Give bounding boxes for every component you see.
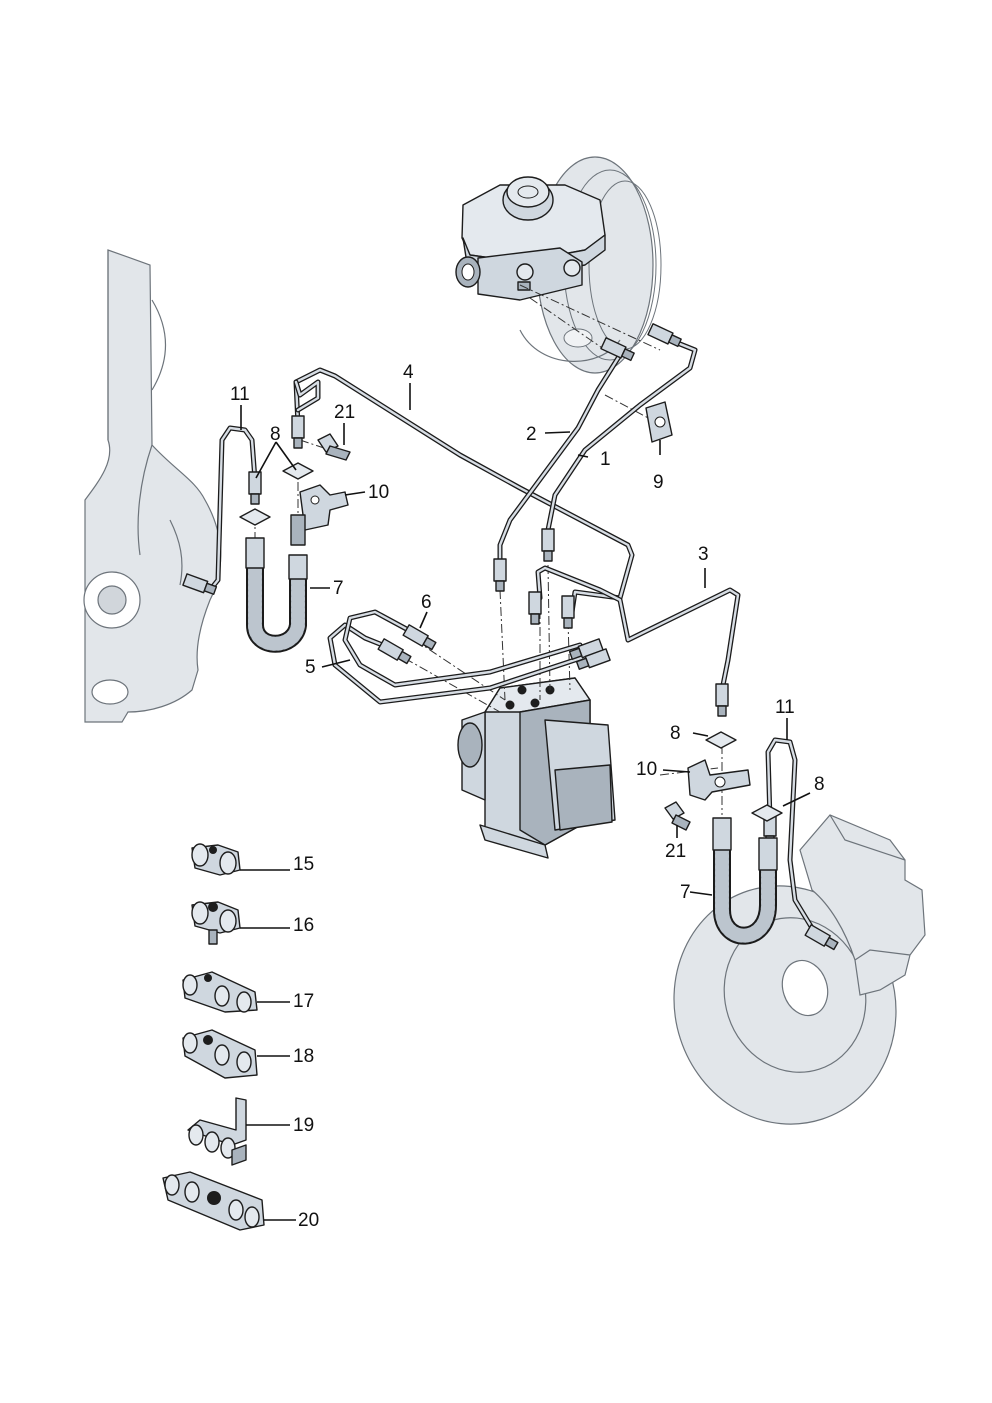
callout-10-right: 10 [636,759,657,780]
fitting-icon [248,471,262,505]
callout-11-right: 11 [775,697,795,718]
callout-8-right-upper: 8 [670,723,681,744]
callout-4: 4 [403,362,414,383]
fitting-icon [182,573,218,595]
fitting-icon [528,591,542,625]
callout-8-right-lower: 8 [814,774,825,795]
callout-10-left: 10 [368,482,389,503]
abs-hydraulic-unit [457,677,616,859]
leader-lines [240,383,811,1221]
bolt-left [317,433,351,461]
retaining-clips [239,462,783,822]
left-wheel-hub-steering-knuckle [83,249,222,723]
pipe-clip-17 [182,971,258,1013]
left-brake-hose [245,537,308,653]
pipe-clip-20 [162,1171,265,1231]
fitting-icon [804,924,839,951]
pipe-clip-16 [191,901,241,945]
bolt-right [664,801,691,831]
callout-5: 5 [305,657,316,678]
fitting-icon [561,595,575,629]
callout-17: 17 [293,991,314,1012]
callout-19: 19 [293,1115,314,1136]
callout-16: 16 [293,915,314,936]
callout-15: 15 [293,854,314,875]
fitting-icon [568,638,604,660]
pipe-holder-9 [645,401,673,443]
callout-21-right: 21 [665,841,686,862]
pipe-clip-18 [182,1029,258,1079]
callout-8-left: 8 [270,424,281,445]
callout-2: 2 [526,424,537,445]
pipe-clip-19 [187,1097,247,1166]
fitting-icon [493,558,507,592]
bracket-left [290,484,349,546]
callout-labels: 1 2 3 4 5 6 7 7 8 8 8 9 10 10 11 11 15 1… [230,362,825,1231]
right-brake-hose [712,817,778,945]
fitting-icon [541,528,555,562]
callout-7-right: 7 [680,882,691,903]
fitting-icon [291,415,305,449]
pipe-fittings [182,323,839,951]
fitting-icon [402,624,437,651]
fitting-icon [377,638,412,665]
callout-1: 1 [600,449,611,470]
brake-servo-master-cylinder [455,156,662,374]
fitting-icon [715,683,729,717]
callout-7-left: 7 [333,578,344,599]
fitting-icon [647,323,682,348]
callout-3: 3 [698,544,709,565]
callout-18: 18 [293,1046,314,1067]
callout-9: 9 [653,472,664,493]
bracket-right [687,759,751,801]
pipe-clip-15 [191,843,241,876]
fitting-icon [600,337,635,362]
right-brake-disc-caliper [673,814,926,1125]
callout-21-left: 21 [334,402,355,423]
fitting-icon [575,648,611,670]
callout-6: 6 [421,592,432,613]
callout-20: 20 [298,1210,319,1231]
callout-11-left: 11 [230,384,250,405]
brake-pipes [207,337,823,938]
